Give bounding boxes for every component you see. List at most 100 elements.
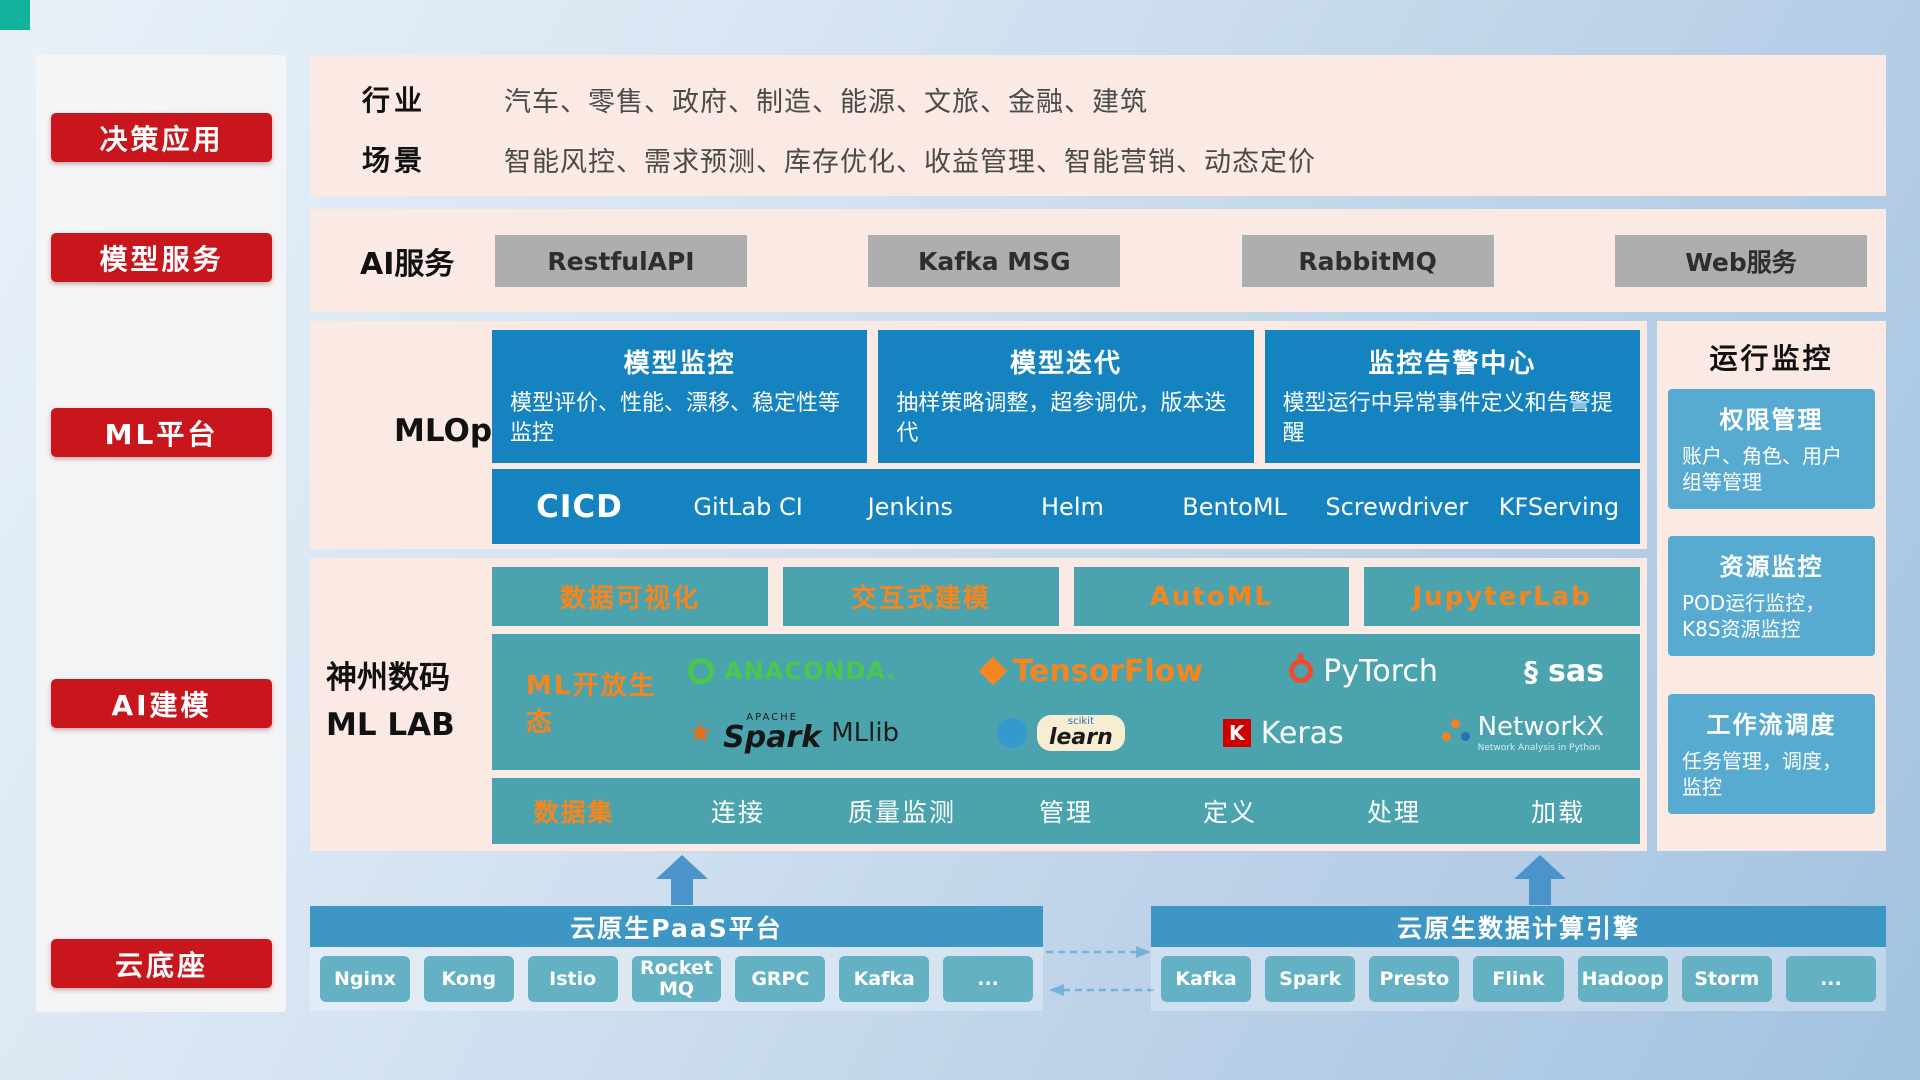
- kafka-msg-button[interactable]: Kafka MSG: [868, 235, 1121, 287]
- keras-label: Keras: [1260, 715, 1344, 751]
- restfulapi-button[interactable]: RestfulAPI: [495, 235, 747, 287]
- workflow-schedule-card: 工作流调度 任务管理，调度，监控: [1668, 694, 1875, 814]
- kafka-chip[interactable]: Kafka: [839, 956, 930, 1002]
- networkx-logo: NetworkX Network Analysis in Python: [1442, 711, 1604, 753]
- rabbitmq-button[interactable]: RabbitMQ: [1241, 235, 1494, 287]
- ml-ecosystem-box: ML开放生态 ANACONDA. TensorFlow PyTorch: [492, 634, 1640, 770]
- industry-row: 行业 汽车、零售、政府、制造、能源、文旅、金融、建筑: [362, 79, 1866, 119]
- card-title: 监控告警中心: [1368, 349, 1537, 379]
- networkx-subtitle: Network Analysis in Python: [1477, 742, 1601, 753]
- scene-row: 场景 智能风控、需求预测、库存优化、收益管理、智能营销、动态定价: [362, 139, 1866, 179]
- card-title: 权限管理: [1719, 406, 1824, 434]
- scikit-label: scikit: [1067, 716, 1094, 727]
- kong-chip[interactable]: Kong: [423, 956, 514, 1002]
- anaconda-logo: ANACONDA.: [688, 657, 896, 685]
- helm-item: Helm: [1041, 492, 1104, 521]
- spark-label: Spark: [723, 720, 822, 755]
- mlops-panel: MLOps 模型监控 模型评价、性能、漂移、稳定性等监控 模型迭代 抽样策略调整…: [310, 321, 1647, 549]
- scikit-learn-icon: [996, 718, 1027, 748]
- dataset-bar: 数据集 连接 质量监测 管理 定义 处理 加载: [492, 778, 1640, 844]
- kafka-engine-chip[interactable]: Kafka: [1161, 956, 1252, 1002]
- screwdriver-item: Screwdriver: [1325, 492, 1469, 521]
- mllab-label-line2: ML LAB: [326, 706, 455, 743]
- pytorch-logo: PyTorch: [1289, 653, 1438, 689]
- scene-label: 场景: [362, 144, 427, 177]
- keras-logo: K Keras: [1222, 715, 1344, 751]
- card-title: 资源监控: [1719, 553, 1824, 581]
- flink-chip[interactable]: Flink: [1473, 956, 1564, 1002]
- paas-header: 云原生PaaS平台: [310, 906, 1043, 947]
- industry-label: 行业: [362, 84, 427, 117]
- storm-chip[interactable]: Storm: [1681, 956, 1772, 1002]
- monitoring-title: 运行监控: [1709, 342, 1834, 375]
- application-layer-panel: 行业 汽车、零售、政府、制造、能源、文旅、金融、建筑 场景 智能风控、需求预测、…: [310, 55, 1886, 196]
- data-engine-items: Kafka Spark Presto Flink Hadoop Storm ..…: [1151, 947, 1886, 1011]
- sidebar-item-decision-apps[interactable]: 决策应用: [51, 113, 272, 162]
- tensorflow-logo: TensorFlow: [978, 653, 1204, 689]
- rocketmq-chip[interactable]: RocketMQ: [631, 956, 722, 1002]
- sidebar-item-model-service[interactable]: 模型服务: [51, 233, 272, 282]
- card-title: 工作流调度: [1706, 711, 1837, 739]
- spark-wordmark: APACHE Spark: [723, 713, 821, 753]
- kfserving-item: KFServing: [1498, 492, 1620, 521]
- gitlab-ci-item: GitLab CI: [693, 492, 803, 521]
- sidebar-item-ai-modeling[interactable]: AI建模: [51, 679, 272, 728]
- anaconda-label: ANACONDA.: [724, 657, 897, 685]
- networkx-label: NetworkX: [1477, 711, 1604, 742]
- networkx-wordmark: NetworkX Network Analysis in Python: [1477, 711, 1604, 753]
- data-visualization-button[interactable]: 数据可视化: [492, 567, 768, 626]
- alert-center-card: 监控告警中心 模型运行中异常事件定义和告警提醒: [1264, 330, 1640, 463]
- cicd-bar: CICD GitLab CI Jenkins Helm BentoML Scre…: [492, 469, 1640, 544]
- card-desc: 账户、角色、用户组等管理: [1682, 444, 1842, 494]
- more-chip[interactable]: ...: [943, 956, 1034, 1002]
- mllab-label: 神州数码 ML LAB: [326, 655, 494, 748]
- spark-icon: ★: [688, 716, 714, 749]
- istio-chip[interactable]: Istio: [527, 956, 618, 1002]
- interactive-modeling-button[interactable]: 交互式建模: [782, 567, 1059, 626]
- scene-value: 智能风控、需求预测、库存优化、收益管理、智能营销、动态定价: [504, 146, 1316, 178]
- dataset-manage: 管理: [1038, 798, 1093, 827]
- anaconda-icon: [688, 658, 714, 684]
- jupyterlab-button[interactable]: JupyterLab: [1364, 567, 1640, 626]
- presto-chip[interactable]: Presto: [1369, 956, 1460, 1002]
- sas-label: sas: [1548, 653, 1604, 689]
- ecosystem-label: ML开放生态: [526, 671, 657, 738]
- more-engine-chip[interactable]: ...: [1785, 956, 1876, 1002]
- sidebar-item-cloud-base[interactable]: 云底座: [51, 939, 272, 988]
- mllab-panel: 神州数码 ML LAB 数据可视化 交互式建模 AutoML JupyterLa…: [310, 558, 1647, 851]
- networkx-icon: [1442, 718, 1468, 747]
- corner-accent: [0, 0, 30, 30]
- grpc-chip[interactable]: GRPC: [735, 956, 826, 1002]
- dataset-process: 处理: [1366, 798, 1421, 827]
- up-arrow-icon: [1514, 855, 1566, 905]
- paas-items: Nginx Kong Istio RocketMQ GRPC Kafka ...: [310, 947, 1043, 1011]
- card-desc: 任务管理，调度，监控: [1682, 749, 1842, 799]
- tensorflow-label: TensorFlow: [1012, 653, 1204, 689]
- ecosystem-row-2: ★ APACHE Spark MLlib scikit learn: [688, 702, 1604, 764]
- card-title: 模型迭代: [1009, 349, 1122, 379]
- pytorch-label: PyTorch: [1323, 653, 1438, 689]
- resource-monitor-card: 资源监控 POD运行监控，K8S资源监控: [1668, 536, 1875, 656]
- nginx-chip[interactable]: Nginx: [320, 956, 410, 1002]
- card-desc: 抽样策略调整，超参调优，版本迭代: [896, 391, 1227, 446]
- sidebar-item-ml-platform[interactable]: ML平台: [51, 408, 272, 457]
- up-arrow-icon: [656, 855, 708, 905]
- keras-icon: K: [1222, 719, 1251, 747]
- model-iteration-card: 模型迭代 抽样策略调整，超参调优，版本迭代: [878, 330, 1254, 463]
- mllab-label-line1: 神州数码: [326, 660, 450, 696]
- spark-chip[interactable]: Spark: [1265, 956, 1356, 1002]
- industry-value: 汽车、零售、政府、制造、能源、文旅、金融、建筑: [504, 86, 1148, 118]
- mlops-label: MLOps: [394, 413, 511, 449]
- ecosystem-row-1: ANACONDA. TensorFlow PyTorch § sas: [688, 640, 1604, 702]
- arrow-head: [1514, 855, 1566, 879]
- sas-icon: §: [1524, 654, 1539, 688]
- ecosystem-logos: ANACONDA. TensorFlow PyTorch § sas: [682, 634, 1640, 770]
- hadoop-chip[interactable]: Hadoop: [1577, 956, 1668, 1002]
- card-desc: 模型运行中异常事件定义和告警提醒: [1282, 391, 1613, 446]
- automl-button[interactable]: AutoML: [1073, 567, 1350, 626]
- web-service-button[interactable]: Web服务: [1614, 235, 1867, 287]
- apache-label: APACHE: [746, 712, 798, 723]
- spark-mllib-logo: ★ APACHE Spark MLlib: [688, 713, 899, 753]
- mllab-tools: 数据可视化 交互式建模 AutoML JupyterLab: [492, 567, 1640, 626]
